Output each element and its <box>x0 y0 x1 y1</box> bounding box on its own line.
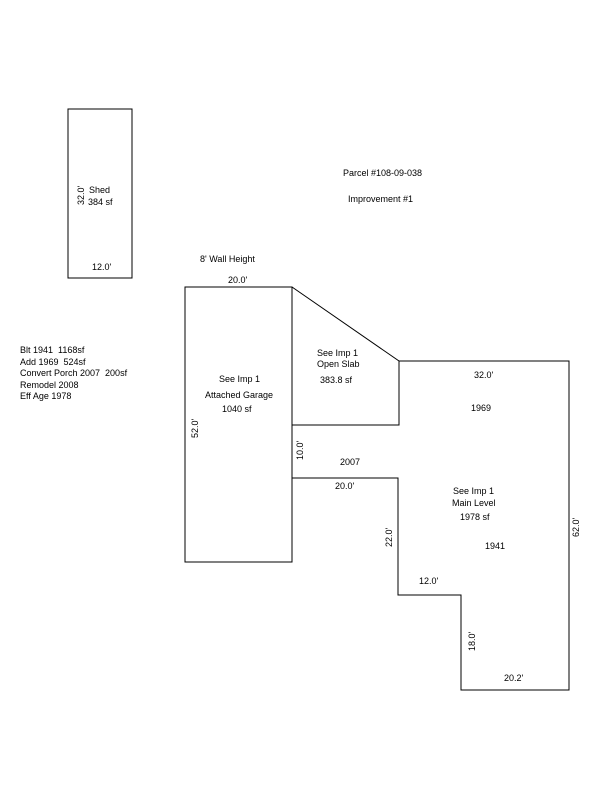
improvement-label: Improvement #1 <box>348 194 413 204</box>
garage-area: 1040 sf <box>222 404 252 414</box>
shed-outline <box>67 108 133 279</box>
main-label-line1: See Imp 1 <box>453 486 494 496</box>
note-remodel: Remodel 2008 <box>20 379 79 390</box>
garage-label-line1: See Imp 1 <box>219 374 260 384</box>
wall-height-label: 8' Wall Height <box>200 254 255 264</box>
main-area: 1978 sf <box>460 512 490 522</box>
garage-top-dimension: 20.0' <box>228 275 248 285</box>
parcel-number: Parcel #108-09-038 <box>343 168 422 178</box>
main-18-dimension: 18.0' <box>467 631 477 651</box>
open-slab-outline <box>291 286 400 426</box>
garage-side-dimension: 52.0' <box>190 418 200 438</box>
property-notes: Blt 1941 1168sf Add 1969 524sf Convert P… <box>20 345 127 403</box>
main-12-dimension: 12.0' <box>419 576 439 586</box>
note-porch-conversion: Convert Porch 2007 200sf <box>20 368 128 378</box>
shed-height-dimension: 32.0' <box>76 185 86 205</box>
note-effective-age: Eff Age 1978 <box>20 391 72 401</box>
main-year-2007: 2007 <box>340 457 360 467</box>
garage-outline <box>184 286 293 563</box>
main-right-dimension: 62.0' <box>571 517 581 537</box>
note-built: Blt 1941 1168sf <box>20 345 85 355</box>
shed-area: 384 sf <box>88 197 113 207</box>
main-20-dimension: 20.0' <box>335 481 355 491</box>
main-label-line2: Main Level <box>452 498 496 508</box>
main-year-1941: 1941 <box>485 541 505 551</box>
main-10-dimension: 10.0' <box>295 440 305 460</box>
main-level-outline <box>292 360 570 691</box>
main-top-dimension: 32.0' <box>474 370 494 380</box>
main-22-dimension: 22.0' <box>384 527 394 547</box>
shed-label: Shed <box>89 185 110 195</box>
slab-label-line1: See Imp 1 <box>317 348 358 358</box>
note-addition: Add 1969 524sf <box>20 356 86 367</box>
garage-label-line2: Attached Garage <box>205 390 273 400</box>
shed-width-dimension: 12.0' <box>92 262 112 272</box>
main-year-1969: 1969 <box>471 403 491 413</box>
slab-area: 383.8 sf <box>320 375 353 385</box>
slab-label-line2: Open Slab <box>317 359 360 369</box>
main-bottom-dimension: 20.2' <box>504 673 524 683</box>
